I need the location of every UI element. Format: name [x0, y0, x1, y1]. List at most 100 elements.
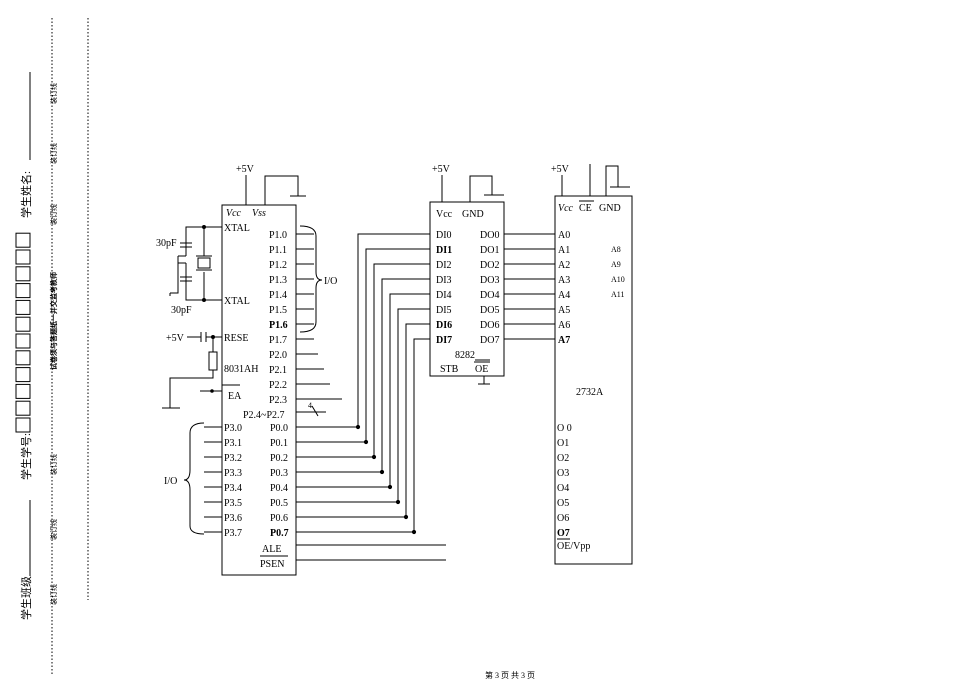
mcu-pin-p1-4: P1.4	[269, 290, 287, 301]
mcu-pin-p3-0: P3.0	[224, 423, 242, 434]
bus-junction	[411, 529, 417, 535]
mcu-pin-p1-5: P1.5	[269, 305, 287, 316]
bus-junction	[363, 439, 369, 445]
mcu-power-label: +5V	[236, 164, 255, 175]
eprom-pin-a11: A11	[611, 290, 624, 299]
reset-cap	[200, 332, 207, 342]
p0-to-di-wire	[296, 248, 430, 443]
latch-pin-do1: DO1	[480, 245, 499, 256]
reset-wiring	[162, 336, 222, 409]
p0-to-di-wire	[296, 308, 430, 503]
student-id-box[interactable]	[15, 333, 31, 349]
mcu-pin-p0-4: P0.4	[270, 483, 288, 494]
crystal-plates	[196, 255, 212, 271]
mcu-ale: ALE	[262, 544, 281, 555]
reset-power-label: +5V	[166, 333, 185, 344]
crystal-symbol	[197, 257, 211, 269]
mcu-gnd-line	[264, 175, 306, 205]
cap2-symbol	[180, 276, 192, 282]
mcu-pin-p3-1: P3.1	[224, 438, 242, 449]
mcu-pin-p1-6: P1.6	[269, 320, 288, 331]
eprom-pin-o7: O7	[557, 528, 570, 539]
mcu-p2-pins: P2.0P2.1P2.2P2.3P2.4~P2.7	[243, 350, 342, 421]
eprom-pin-a3: A3	[558, 275, 570, 286]
latch-pin-di6: DI6	[436, 320, 452, 331]
mcu-pin-p2-3: P2.3	[269, 395, 287, 406]
mcu-pin-p0-6: P0.6	[270, 513, 288, 524]
eprom-gnd: GND	[599, 203, 621, 214]
ea-node	[210, 389, 214, 393]
student-id-box[interactable]	[15, 232, 31, 248]
latch-body	[429, 201, 505, 377]
xtal-node-2	[202, 298, 206, 302]
cap2-label: 30pF	[171, 305, 192, 316]
student-id-box[interactable]	[15, 367, 31, 383]
student-id-box[interactable]	[15, 283, 31, 299]
latch-gnd-line	[469, 175, 504, 202]
latch-pin-do7: DO7	[480, 335, 499, 346]
p1-io-brace	[299, 225, 323, 333]
bus-junction	[395, 499, 401, 505]
latch-pin-do4: DO4	[480, 290, 499, 301]
mcu-pin-p0-1: P0.1	[270, 438, 288, 449]
student-id-boxes[interactable]	[15, 232, 31, 433]
eprom-pin-o3: O3	[557, 468, 569, 479]
binding-text-3: 装订线	[49, 204, 58, 225]
student-id-box[interactable]	[15, 350, 31, 366]
reset-node	[211, 335, 215, 339]
xtal-node-1	[202, 225, 206, 229]
mcu-pin-p2-2: P2.2	[269, 380, 287, 391]
bus-junction	[379, 469, 385, 475]
eprom-pin-a5: A5	[558, 305, 570, 316]
mcu-p1-pins: P1.0P1.1P1.2P1.3P1.4P1.5P1.6P1.7	[269, 230, 314, 346]
mcu-xtal1: XTAL	[224, 223, 250, 234]
p0-to-di-wire	[296, 233, 430, 428]
mcu-vss: Vss	[252, 208, 266, 219]
student-id-box[interactable]	[15, 266, 31, 282]
p0-to-di-wire	[296, 263, 430, 458]
mcu-pin-p0-5: P0.5	[270, 498, 288, 509]
eprom-pin-a7: A7	[558, 335, 570, 346]
binding-margin: 装订线 装订线 装订线 试卷须与答题纸一并交监考教师 装订线 装订线 装订线 学…	[15, 18, 89, 675]
cap1-symbol	[180, 242, 192, 248]
mcu-pin-p0-7: P0.7	[270, 528, 289, 539]
binding-text-1: 装订线	[49, 83, 58, 104]
mcu-chip-name: 8031AH	[224, 364, 258, 375]
latch-chip-name: 8282	[455, 350, 475, 361]
eprom-pin-a0: A0	[558, 230, 570, 241]
mcu-pin-p1-2: P1.2	[269, 260, 287, 271]
eprom-body	[554, 195, 633, 565]
p3-io-brace	[183, 422, 205, 535]
eprom-pin-a8: A8	[611, 245, 621, 254]
cap1-label: 30pF	[156, 238, 177, 249]
student-id-box[interactable]	[15, 299, 31, 315]
student-id-box[interactable]	[15, 249, 31, 265]
binding-text-2: 装订线	[49, 143, 58, 164]
eprom-pin-o5: O5	[557, 498, 569, 509]
student-id-box[interactable]	[15, 383, 31, 399]
latch-oe-ground	[478, 376, 490, 385]
latch-stb: STB	[440, 364, 459, 375]
student-id-box[interactable]	[15, 316, 31, 332]
eprom-power-label: +5V	[551, 164, 570, 175]
student-id-box[interactable]	[15, 417, 31, 433]
latch-oe: OE	[475, 364, 488, 375]
mcu-ea: EA	[228, 391, 242, 402]
xtal-wiring	[170, 226, 222, 301]
eprom-pin-o0: O 0	[557, 423, 572, 434]
eprom-chip-name: 2732A	[576, 387, 604, 398]
mcu-8031ah: +5V Vcc Vss XTAL XTAL 30pF 30pF +5V RESE…	[156, 164, 446, 576]
student-id-box[interactable]	[15, 400, 31, 416]
binding-text-6: 装订线	[49, 584, 58, 605]
p0-to-di-wire	[296, 293, 430, 488]
latch-pin-di4: DI4	[436, 290, 452, 301]
mcu-pin-p1-3: P1.3	[269, 275, 287, 286]
mcu-pin-p1-7: P1.7	[269, 335, 287, 346]
eprom-pin-o6: O6	[557, 513, 569, 524]
